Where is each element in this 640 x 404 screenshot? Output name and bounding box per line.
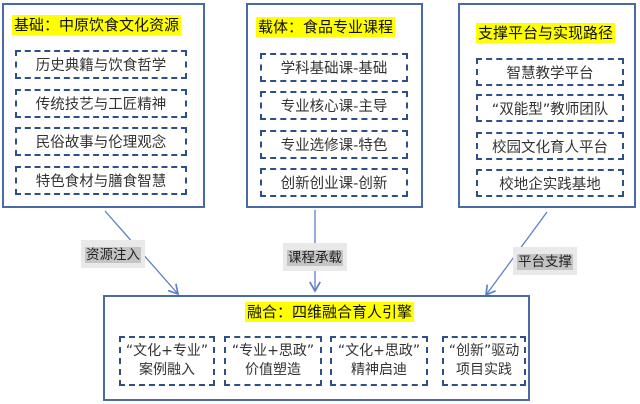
carrier-item: 学科基础课-基础 <box>260 53 408 82</box>
fusion-item-major-ideology: “专业+思政” 价值塑造 <box>224 336 322 386</box>
panel-foundation-title: 基础：中原饮食文化资源 <box>12 15 182 35</box>
fusion-item-culture-ideology: “文化+思政” 精神启迪 <box>330 336 428 386</box>
carrier-item: 创新创业课-创新 <box>260 168 408 197</box>
support-item: 校地企实践基地 <box>476 169 624 197</box>
foundation-item: 传统技艺与工匠精神 <box>15 89 187 118</box>
fusion-item-culture-major: “文化+专业” 案例融入 <box>119 336 215 386</box>
panel-fusion: 融合：四维融合育人引擎 “文化+专业” 案例融入 “专业+思政” 价值塑造 “文… <box>103 295 530 401</box>
support-item: 校园文化育人平台 <box>476 132 624 160</box>
panel-fusion-title: 融合：四维融合育人引擎 <box>245 302 415 322</box>
panel-support: 支撑平台与实现路径 智慧教学平台 “双能型”教师团队 校园文化育人平台 校地企实… <box>458 3 636 208</box>
panel-carrier-title: 载体：食品专业课程 <box>256 17 396 37</box>
foundation-item: 特色食材与膳食智慧 <box>15 166 187 195</box>
foundation-item: 历史典籍与饮食哲学 <box>15 50 187 79</box>
carrier-item: 专业选修课-特色 <box>260 130 408 159</box>
panel-carrier: 载体：食品专业课程 学科基础课-基础 专业核心课-主导 专业选修课-特色 创新创… <box>246 3 423 208</box>
support-item: 智慧教学平台 <box>476 58 624 86</box>
panel-support-title: 支撑平台与实现路径 <box>476 23 616 43</box>
label-platform-support: 平台支撑 <box>513 247 577 275</box>
label-course-bearing: 课程承载 <box>283 243 347 271</box>
foundation-item: 民俗故事与伦理观念 <box>15 127 187 156</box>
support-item: “双能型”教师团队 <box>476 94 624 122</box>
fusion-item-innovation-project: “创新”驱动 项目实践 <box>442 336 526 386</box>
carrier-item: 专业核心课-主导 <box>260 91 408 120</box>
label-resource-injection: 资源注入 <box>81 240 145 268</box>
panel-foundation: 基础：中原饮食文化资源 历史典籍与饮食哲学 传统技艺与工匠精神 民俗故事与伦理观… <box>2 3 205 208</box>
